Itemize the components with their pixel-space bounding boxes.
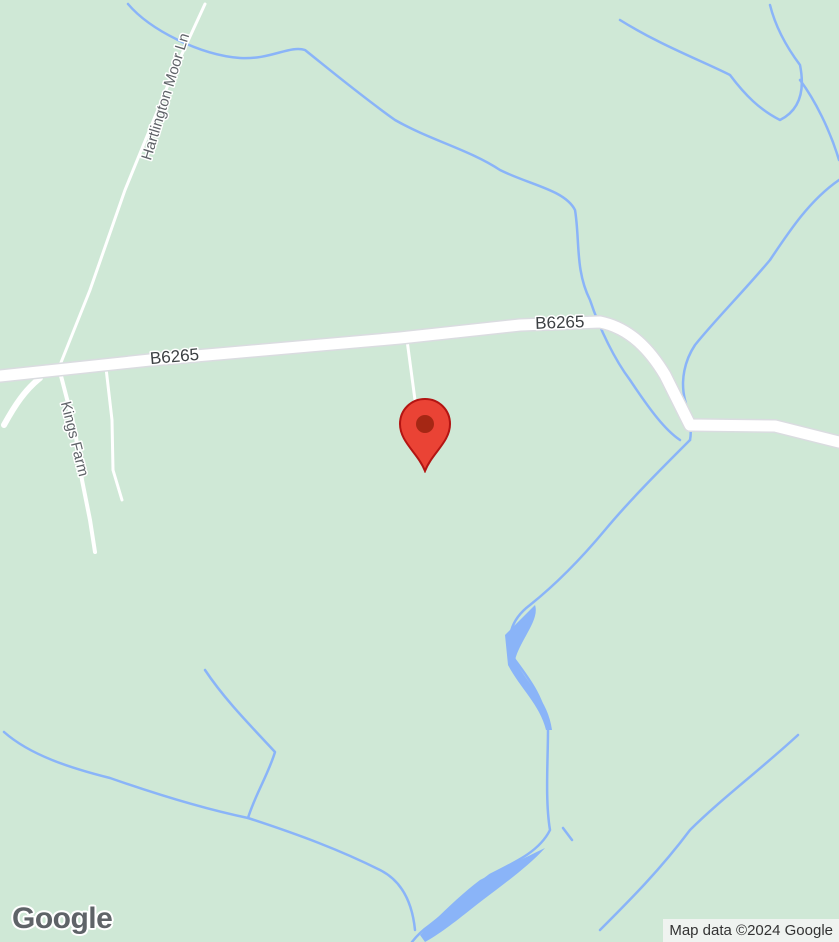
map-pin-dot — [416, 415, 434, 433]
minor-roads — [1, 2, 422, 554]
road-label-b6265-east: B6265 — [535, 312, 585, 333]
map-pin-icon[interactable] — [398, 397, 452, 473]
map-attribution[interactable]: Map data ©2024 Google — [663, 919, 839, 942]
main-road[interactable] — [0, 316, 839, 448]
google-logo: Google — [12, 902, 113, 935]
river-area — [420, 605, 552, 942]
